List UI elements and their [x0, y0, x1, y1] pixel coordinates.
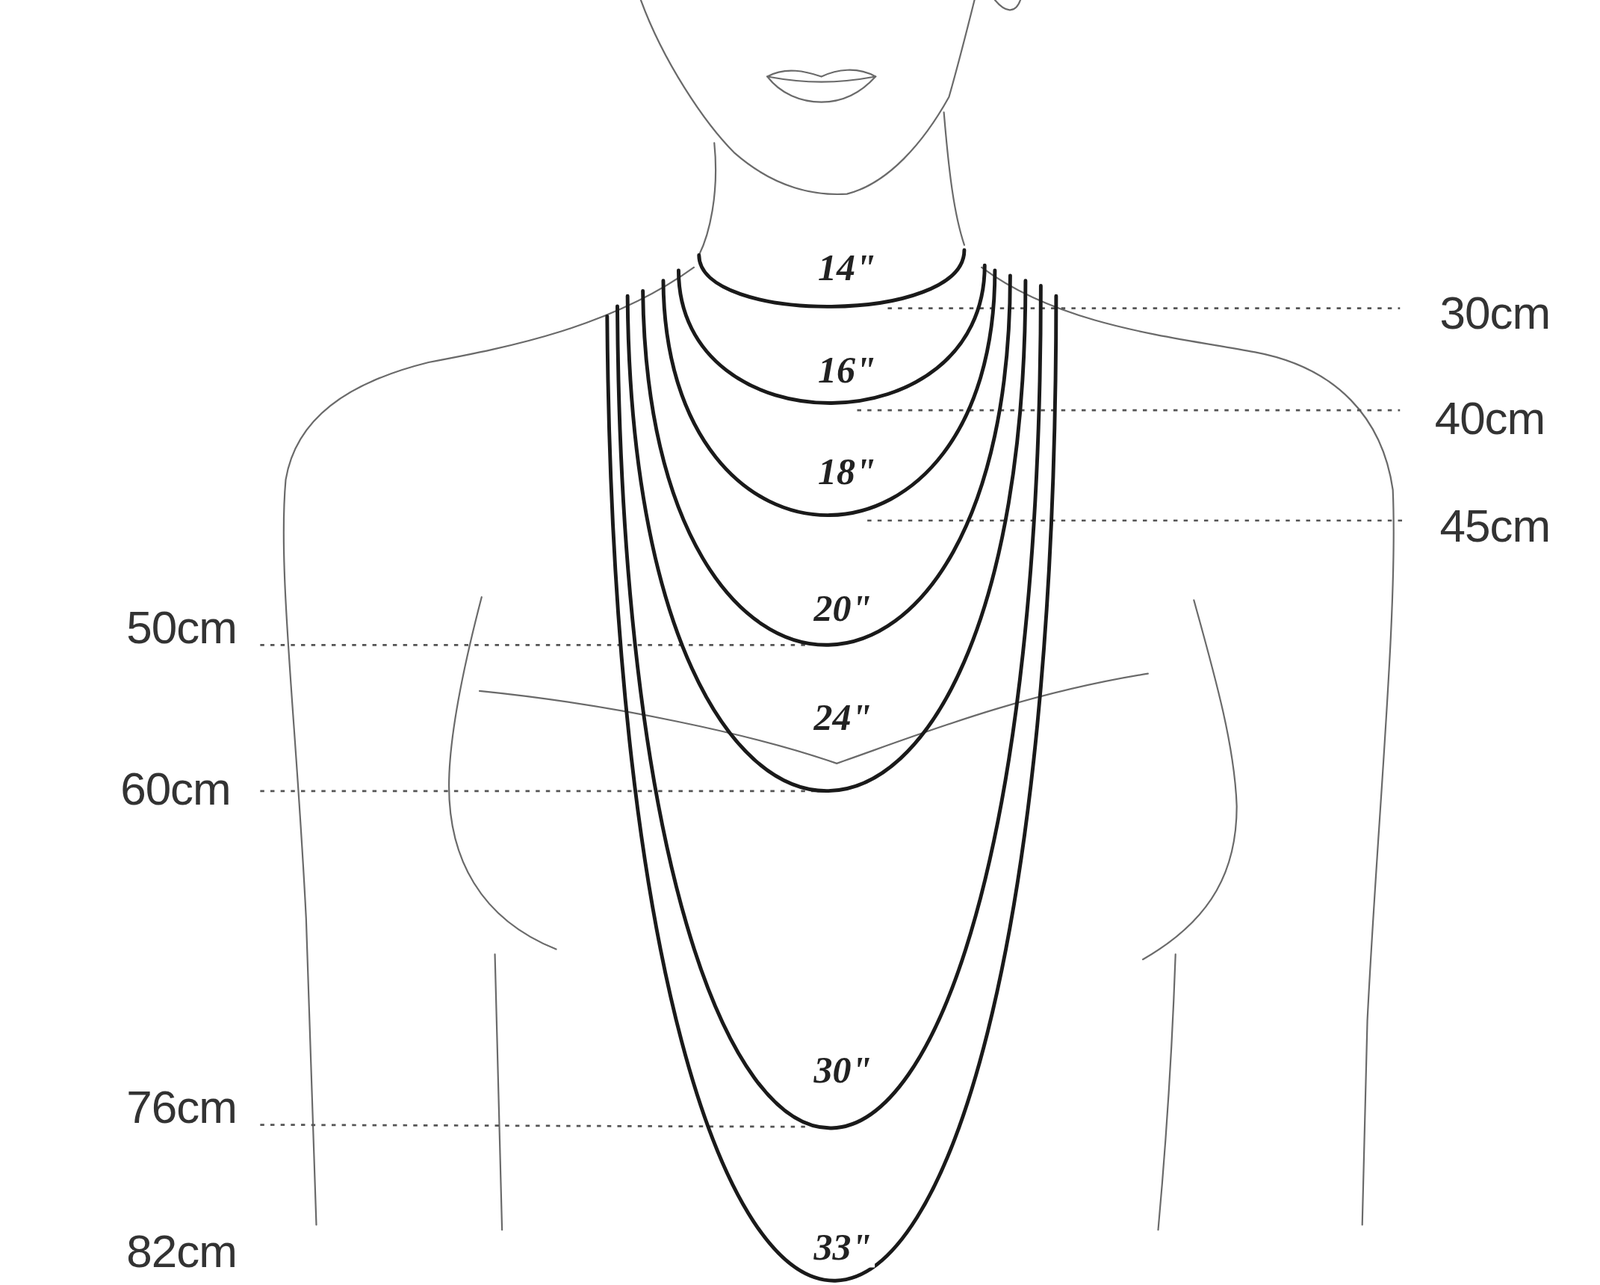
neck-left — [699, 142, 716, 255]
lower-arm-right — [1157, 953, 1175, 1230]
chain-20 — [643, 275, 1011, 645]
chain-length-label: 20" — [810, 587, 875, 629]
leader-line — [857, 409, 1401, 412]
chains — [607, 250, 1057, 1282]
leader-lines — [259, 308, 1409, 1128]
leader-line — [259, 643, 806, 647]
ear — [994, 0, 1021, 10]
cm-length-label: 40cm — [1431, 392, 1549, 444]
neck-right — [944, 112, 965, 246]
lower-arm-left — [495, 953, 503, 1230]
face-outline — [640, 0, 975, 195]
chain-length-label: 16" — [814, 348, 880, 390]
cm-length-label: 30cm — [1436, 287, 1553, 339]
chain-24 — [627, 280, 1026, 792]
inner-arm-right — [1142, 599, 1237, 960]
lips — [767, 70, 876, 103]
neckline — [479, 673, 1149, 764]
leader-line — [259, 789, 827, 792]
chain-length-label: 33" — [810, 1226, 875, 1268]
chain-length-label: 30" — [810, 1048, 875, 1090]
cm-length-label: 45cm — [1436, 499, 1553, 551]
cm-length-label: 50cm — [123, 602, 240, 653]
chain-length-label: 18" — [814, 451, 880, 493]
body-outline — [283, 0, 1394, 1230]
cm-length-label: 60cm — [117, 763, 234, 815]
leader-line — [867, 519, 1409, 522]
cm-length-label: 76cm — [123, 1081, 240, 1133]
chain-length-label: 24" — [810, 696, 875, 739]
chain-33 — [607, 295, 1057, 1281]
chain-30 — [616, 286, 1041, 1128]
leader-line — [259, 1124, 806, 1128]
leader-line — [887, 307, 1400, 310]
chain-18 — [663, 270, 995, 516]
cm-length-label: 82cm — [123, 1225, 240, 1277]
lips-line — [767, 76, 876, 82]
inner-arm-left — [448, 596, 556, 949]
chain-length-label: 14" — [814, 246, 880, 288]
